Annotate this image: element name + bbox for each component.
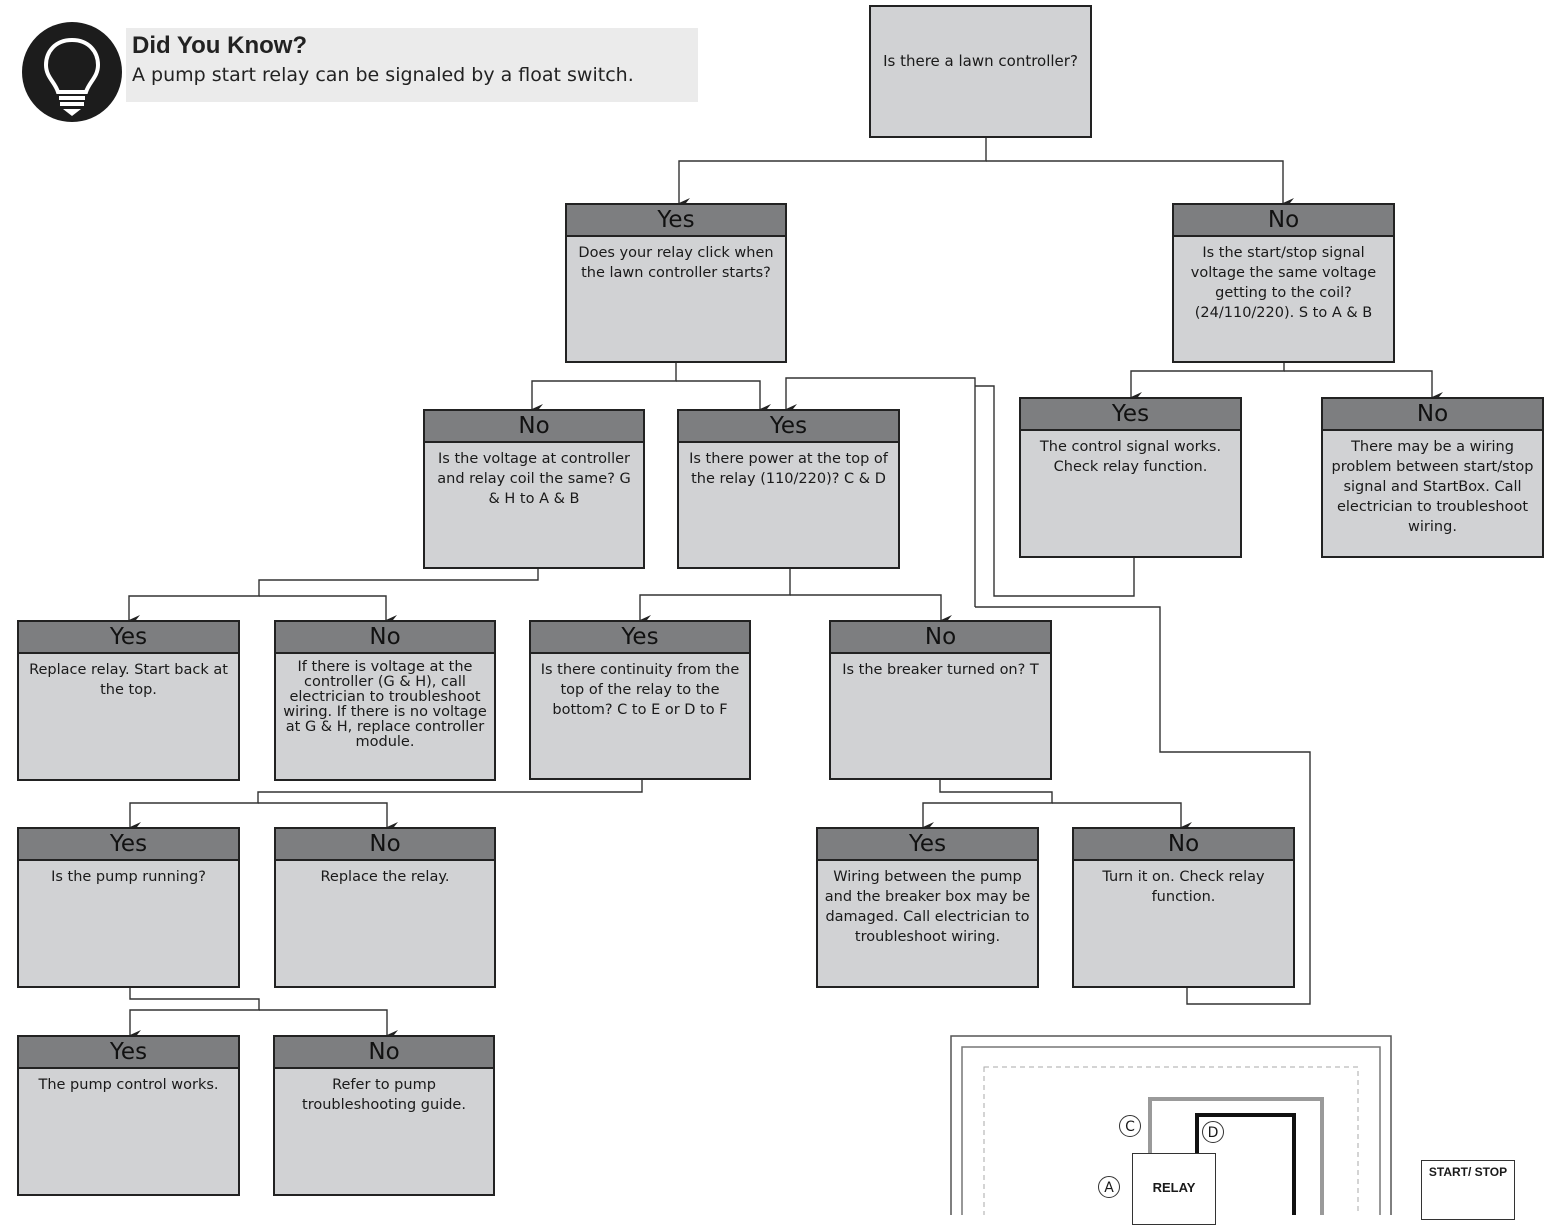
terminal-a: A — [1098, 1176, 1120, 1198]
node-answer: No — [831, 622, 1050, 654]
node-yes-replace-relay-top: Yes Replace relay. Start back at the top… — [17, 620, 240, 781]
terminal-d: D — [1202, 1121, 1224, 1143]
node-no-turn-on: No Turn it on. Check relay function. — [1072, 827, 1295, 988]
node-no-voltage-coil: No Is the voltage at controller and rela… — [423, 409, 645, 569]
node-lawn-controller: Is there a lawn controller? — [869, 5, 1092, 138]
banner-title: Did You Know? — [132, 32, 308, 59]
relay-label: RELAY — [1152, 1180, 1196, 1195]
node-no-refer-guide: No Refer to pump troubleshooting guide. — [273, 1035, 495, 1196]
node-answer: Yes — [1021, 399, 1240, 431]
node-no-replace-relay: No Replace the relay. — [274, 827, 496, 988]
node-question: Does your relay click when the lawn cont… — [578, 245, 774, 281]
node-answer: Yes — [567, 205, 785, 237]
node-yes-wiring-damaged: Yes Wiring between the pump and the brea… — [816, 827, 1039, 988]
node-answer: Yes — [19, 829, 238, 861]
node-no-wiring-problem: No There may be a wiring problem between… — [1321, 397, 1544, 558]
node-no-breaker: No Is the breaker turned on? T — [829, 620, 1052, 780]
node-answer: Yes — [531, 622, 749, 654]
node-answer: No — [425, 411, 643, 443]
node-answer: No — [1074, 829, 1293, 861]
node-question: Is there power at the top of the relay (… — [689, 451, 888, 487]
banner-background — [126, 28, 698, 102]
start-stop-box: START/ STOP — [1421, 1160, 1515, 1220]
node-no-controller-voltage: No If there is voltage at the controller… — [274, 620, 496, 781]
node-question: Is there a lawn controller? — [883, 52, 1078, 70]
node-answer: Yes — [818, 829, 1037, 861]
node-yes-power-top: Yes Is there power at the top of the rel… — [677, 409, 900, 569]
terminal-c: C — [1119, 1115, 1141, 1137]
node-answer: No — [276, 622, 494, 654]
lightbulb-icon — [22, 22, 122, 122]
node-question: Replace the relay. — [320, 869, 450, 885]
node-answer: No — [1323, 399, 1542, 431]
banner-text: A pump start relay can be signaled by a … — [132, 64, 634, 86]
node-yes-control-signal: Yes The control signal works. Check rela… — [1019, 397, 1242, 558]
node-answer: No — [1174, 205, 1393, 237]
node-yes-relay-click: Yes Does your relay click when the lawn … — [565, 203, 787, 363]
node-question: Is the start/stop signal voltage the sam… — [1190, 245, 1377, 321]
node-yes-pump-running: Yes Is the pump running? — [17, 827, 240, 988]
node-answer: No — [276, 829, 494, 861]
node-no-signal-voltage: No Is the start/stop signal voltage the … — [1172, 203, 1395, 363]
node-question: Is the breaker turned on? T — [842, 662, 1039, 678]
node-question: Refer to pump troubleshooting guide. — [302, 1077, 466, 1113]
node-question: Turn it on. Check relay function. — [1102, 869, 1265, 905]
node-question: The pump control works. — [38, 1077, 219, 1093]
node-question: If there is voltage at the controller (G… — [283, 659, 487, 750]
node-question: The control signal works. Check relay fu… — [1039, 439, 1222, 475]
node-answer: Yes — [19, 622, 238, 654]
wiring-diagram: RELAY C D A — [950, 1035, 1392, 1225]
node-answer: Yes — [19, 1037, 238, 1069]
relay-component: RELAY — [1132, 1153, 1216, 1225]
node-question: Is there continuity from the top of the … — [540, 662, 740, 718]
node-yes-continuity: Yes Is there continuity from the top of … — [529, 620, 751, 780]
node-answer: No — [275, 1037, 493, 1069]
node-question: Replace relay. Start back at the top. — [29, 662, 228, 698]
node-question: Wiring between the pump and the breaker … — [824, 869, 1031, 945]
node-question: There may be a wiring problem between st… — [1331, 439, 1534, 535]
node-question: Is the voltage at controller and relay c… — [437, 451, 631, 507]
node-question: Is the pump running? — [51, 869, 206, 885]
node-yes-pump-works: Yes The pump control works. — [17, 1035, 240, 1196]
node-answer: Yes — [679, 411, 898, 443]
did-you-know-banner: Did You Know? A pump start relay can be … — [22, 22, 702, 124]
